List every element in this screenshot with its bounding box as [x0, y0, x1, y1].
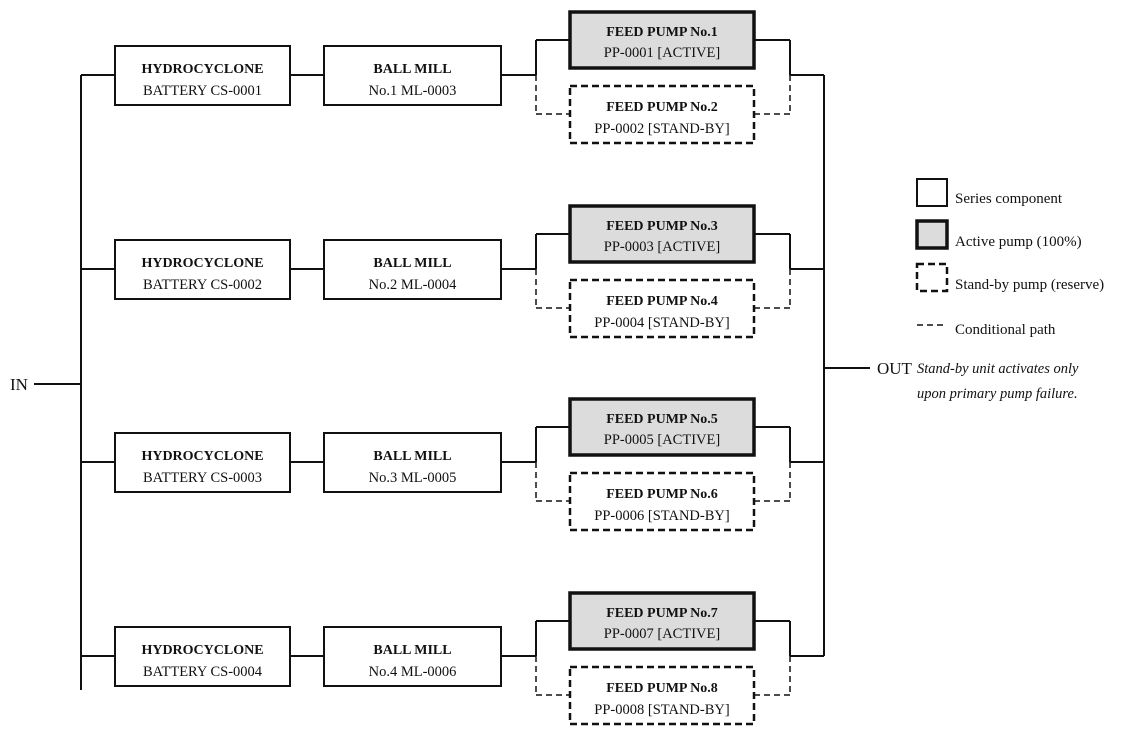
- active-pump-box: [568, 397, 756, 457]
- hydrocyclone-title: HYDROCYCLONE: [141, 643, 263, 658]
- legend-series-label: Series component: [955, 191, 1063, 207]
- active-pump-title: FEED PUMP No.3: [606, 219, 718, 234]
- standby-pump-title: FEED PUMP No.8: [606, 681, 718, 696]
- active-pump-block: FEED PUMP No.5 PP-0005 [ACTIVE]: [568, 397, 756, 457]
- ball-mill-tag: No.3 ML-0005: [369, 470, 457, 486]
- legend: Series component Active pump (100%) Stan…: [915, 178, 1104, 338]
- ball-mill-tag: No.2 ML-0004: [369, 277, 458, 293]
- hydrocyclone-title: HYDROCYCLONE: [141, 62, 263, 77]
- active-pump-block: FEED PUMP No.7 PP-0007 [ACTIVE]: [568, 591, 756, 651]
- hydrocyclone-tag: BATTERY CS-0001: [143, 83, 262, 99]
- active-pump-title: FEED PUMP No.1: [606, 25, 718, 40]
- process-line-3: HYDROCYCLONE BATTERY CS-0003 BALL MILL N…: [81, 397, 824, 532]
- hydrocyclone-tag: BATTERY CS-0002: [143, 277, 262, 293]
- ball-mill-block: BALL MILL No.1 ML-0003: [323, 45, 502, 106]
- legend-item-series: Series component: [916, 178, 1063, 207]
- standby-note: Stand-by unit activates only upon primar…: [917, 361, 1079, 402]
- hydrocyclone-title: HYDROCYCLONE: [141, 256, 263, 271]
- standby-pump-block: FEED PUMP No.4 PP-0004 [STAND-BY]: [568, 278, 756, 339]
- standby-pump-box: [568, 471, 756, 532]
- standby-pump-swatch: [915, 262, 949, 293]
- active-pump-title: FEED PUMP No.5: [606, 412, 718, 427]
- active-pump-tag: PP-0001 [ACTIVE]: [604, 45, 720, 61]
- ball-mill-block: BALL MILL No.4 ML-0006: [323, 626, 502, 687]
- active-pump-title: FEED PUMP No.7: [606, 606, 718, 621]
- hydrocyclone-block: HYDROCYCLONE BATTERY CS-0001: [114, 45, 291, 106]
- hydrocyclone-tag: BATTERY CS-0004: [143, 664, 263, 680]
- process-line-4: HYDROCYCLONE BATTERY CS-0004 BALL MILL N…: [81, 591, 824, 726]
- standby-pump-tag: PP-0002 [STAND-BY]: [594, 121, 729, 137]
- output-label: OUT: [877, 359, 913, 378]
- legend-standby-label: Stand-by pump (reserve): [955, 277, 1104, 293]
- legend-conditional-label: Conditional path: [955, 322, 1056, 338]
- active-pump-box: [568, 204, 756, 264]
- standby-pump-block: FEED PUMP No.8 PP-0008 [STAND-BY]: [568, 665, 756, 726]
- standby-pump-title: FEED PUMP No.2: [606, 100, 718, 115]
- active-pump-tag: PP-0007 [ACTIVE]: [604, 626, 720, 642]
- ball-mill-tag: No.4 ML-0006: [369, 664, 457, 680]
- ball-mill-title: BALL MILL: [373, 256, 451, 271]
- standby-pump-block: FEED PUMP No.2 PP-0002 [STAND-BY]: [568, 84, 756, 145]
- hydrocyclone-box: [114, 432, 291, 493]
- standby-pump-tag: PP-0006 [STAND-BY]: [594, 508, 729, 524]
- ball-mill-title: BALL MILL: [373, 449, 451, 464]
- note-line-1: Stand-by unit activates only: [917, 361, 1079, 377]
- output-node: OUT: [824, 359, 913, 378]
- standby-pump-tag: PP-0004 [STAND-BY]: [594, 315, 729, 331]
- ball-mill-title: BALL MILL: [373, 62, 451, 77]
- standby-pump-title: FEED PUMP No.6: [606, 487, 718, 502]
- hydrocyclone-box: [114, 626, 291, 687]
- input-node: IN: [10, 375, 81, 394]
- hydrocyclone-title: HYDROCYCLONE: [141, 449, 263, 464]
- note-line-2: upon primary pump failure.: [917, 386, 1078, 402]
- hydrocyclone-block: HYDROCYCLONE BATTERY CS-0004: [114, 626, 291, 687]
- active-pump-block: FEED PUMP No.1 PP-0001 [ACTIVE]: [568, 10, 756, 70]
- standby-pump-block: FEED PUMP No.6 PP-0006 [STAND-BY]: [568, 471, 756, 532]
- hydrocyclone-tag: BATTERY CS-0003: [143, 470, 262, 486]
- hydrocyclone-box: [114, 239, 291, 300]
- input-label: IN: [10, 375, 28, 394]
- ball-mill-title: BALL MILL: [373, 643, 451, 658]
- process-line-1: HYDROCYCLONE BATTERY CS-0001 BALL MILL N…: [81, 10, 824, 145]
- hydrocyclone-block: HYDROCYCLONE BATTERY CS-0002: [114, 239, 291, 300]
- ball-mill-block: BALL MILL No.2 ML-0004: [323, 239, 502, 300]
- ball-mill-tag: No.1 ML-0003: [369, 83, 457, 99]
- series-component-swatch: [916, 178, 948, 207]
- standby-pump-tag: PP-0008 [STAND-BY]: [594, 702, 729, 718]
- active-pump-block: FEED PUMP No.3 PP-0003 [ACTIVE]: [568, 204, 756, 264]
- process-line-2: HYDROCYCLONE BATTERY CS-0002 BALL MILL N…: [81, 204, 824, 339]
- active-pump-tag: PP-0003 [ACTIVE]: [604, 239, 720, 255]
- ball-mill-block: BALL MILL No.3 ML-0005: [323, 432, 502, 493]
- active-pump-tag: PP-0005 [ACTIVE]: [604, 432, 720, 448]
- standby-pump-box: [568, 278, 756, 339]
- legend-item-conditional: Conditional path: [917, 322, 1056, 338]
- ball-mill-box: [323, 432, 502, 493]
- legend-item-standby: Stand-by pump (reserve): [915, 262, 1104, 293]
- active-pump-swatch: [915, 219, 949, 250]
- standby-pump-box: [568, 665, 756, 726]
- legend-item-active: Active pump (100%): [915, 219, 1082, 250]
- hydrocyclone-block: HYDROCYCLONE BATTERY CS-0003: [114, 432, 291, 493]
- standby-pump-title: FEED PUMP No.4: [606, 294, 718, 309]
- legend-active-label: Active pump (100%): [955, 234, 1082, 250]
- hydrocyclone-box: [114, 45, 291, 106]
